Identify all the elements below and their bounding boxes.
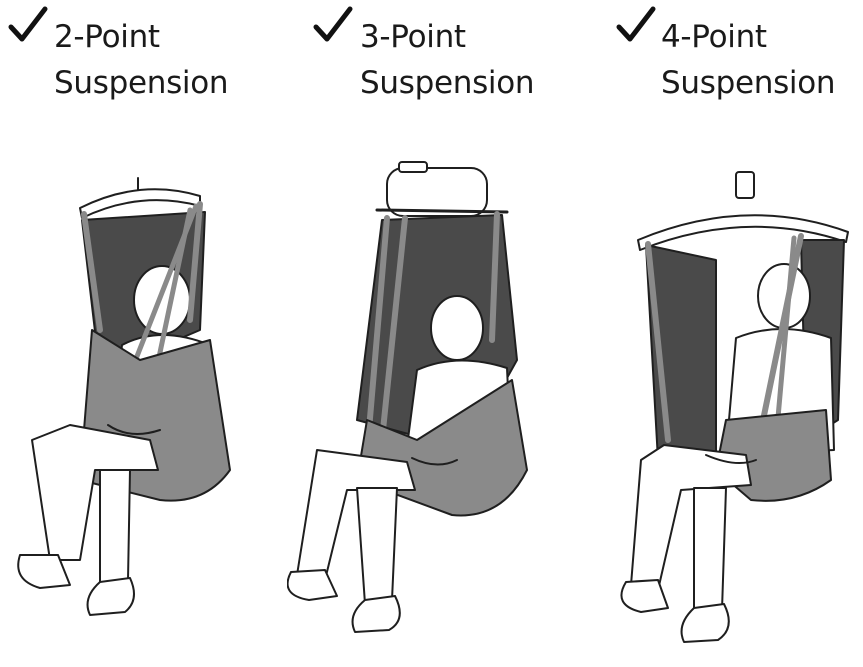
patient-in-2-point-sling-illustration [17, 177, 231, 616]
caption-line-1: 2-Point [54, 19, 160, 55]
caption-line-2: Suspension [360, 65, 535, 101]
checkmark-icon [8, 6, 48, 42]
panel-2-point: 2-Point Suspension [0, 0, 287, 667]
caption-line-1: 4-Point [661, 19, 767, 55]
caption-line-1: 3-Point [360, 19, 466, 55]
checkmark-icon [313, 6, 353, 42]
caption-4-point: 4-Point Suspension [661, 14, 836, 106]
caption-3-point: 3-Point Suspension [360, 14, 535, 106]
checkmark-icon [616, 6, 656, 42]
caption-2-point: 2-Point Suspension [54, 14, 229, 106]
caption-line-2: Suspension [661, 65, 836, 101]
patient-in-4-point-sling-illustration [620, 171, 849, 643]
patient-in-3-point-sling-illustration [287, 161, 528, 633]
caption-line-2: Suspension [54, 65, 229, 101]
panel-4-point: 4-Point Suspension [576, 0, 863, 667]
panel-3-point: 3-Point Suspension [287, 0, 574, 667]
